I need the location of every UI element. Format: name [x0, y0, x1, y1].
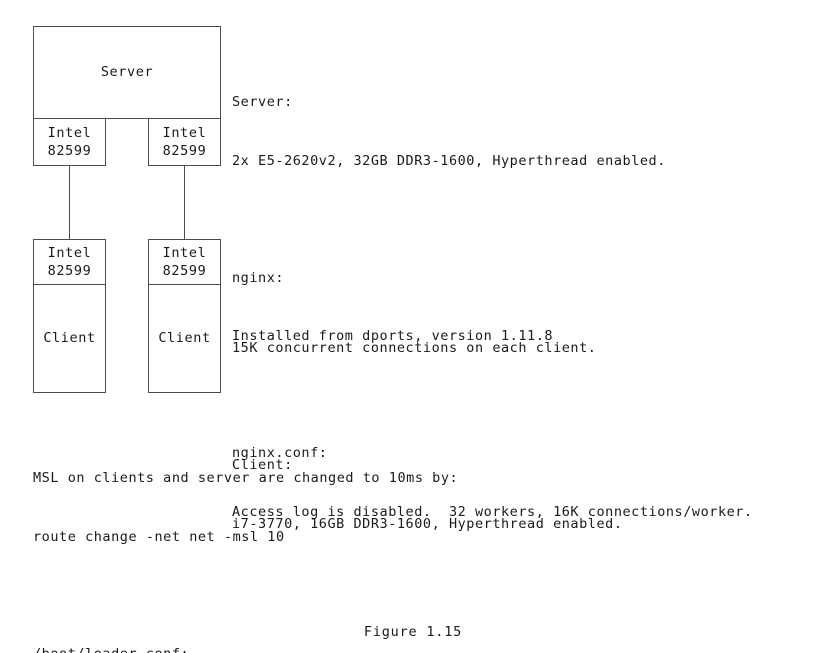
- tuning-line: /boot/loader.conf:: [33, 645, 458, 653]
- server-spec-line: Access log is disabled. 32 workers, 16K …: [232, 503, 753, 520]
- network-cable-left: [69, 165, 70, 240]
- server-spec-line: 2x E5-2620v2, 32GB DDR3-1600, Hyperthrea…: [232, 152, 666, 169]
- spacer: [232, 398, 623, 418]
- network-cable-right: [184, 165, 185, 240]
- tuning-notes: MSL on clients and server are changed to…: [33, 430, 458, 653]
- server-spec-annotations: Server: 2x E5-2620v2, 32GB DDR3-1600, Hy…: [232, 54, 753, 561]
- tuning-line: route change -net net -msl 10: [33, 528, 285, 545]
- server-nic-left: Intel 82599: [33, 118, 106, 166]
- server-spec-line: Installed from dports, version 1.11.8: [232, 328, 554, 344]
- client-spec-line: 15K concurrent connections on each clien…: [232, 340, 597, 356]
- spacer: [33, 586, 458, 606]
- client-nic-left: Intel 82599: [33, 239, 106, 285]
- server-spec-line: Server:: [232, 94, 293, 110]
- client-spec-annotations: 15K concurrent connections on each clien…: [232, 300, 623, 573]
- client-spec-line: Client:: [232, 457, 293, 473]
- spacer: [232, 210, 753, 230]
- server-spec-line: nginx:: [232, 269, 285, 286]
- server-spec-line: nginx.conf:: [232, 445, 328, 461]
- server-box: Server: [33, 26, 221, 119]
- client-nic-right: Intel 82599: [148, 239, 221, 285]
- client-box-left: Client: [33, 284, 106, 393]
- tuning-line: MSL on clients and server are changed to…: [33, 470, 459, 486]
- client-spec-line: i7-3770, 16GB DDR3-1600, Hyperthread ena…: [232, 515, 623, 532]
- client-box-right: Client: [148, 284, 221, 393]
- server-nic-right: Intel 82599: [148, 118, 221, 166]
- figure-caption: Figure 1.15: [363, 624, 463, 640]
